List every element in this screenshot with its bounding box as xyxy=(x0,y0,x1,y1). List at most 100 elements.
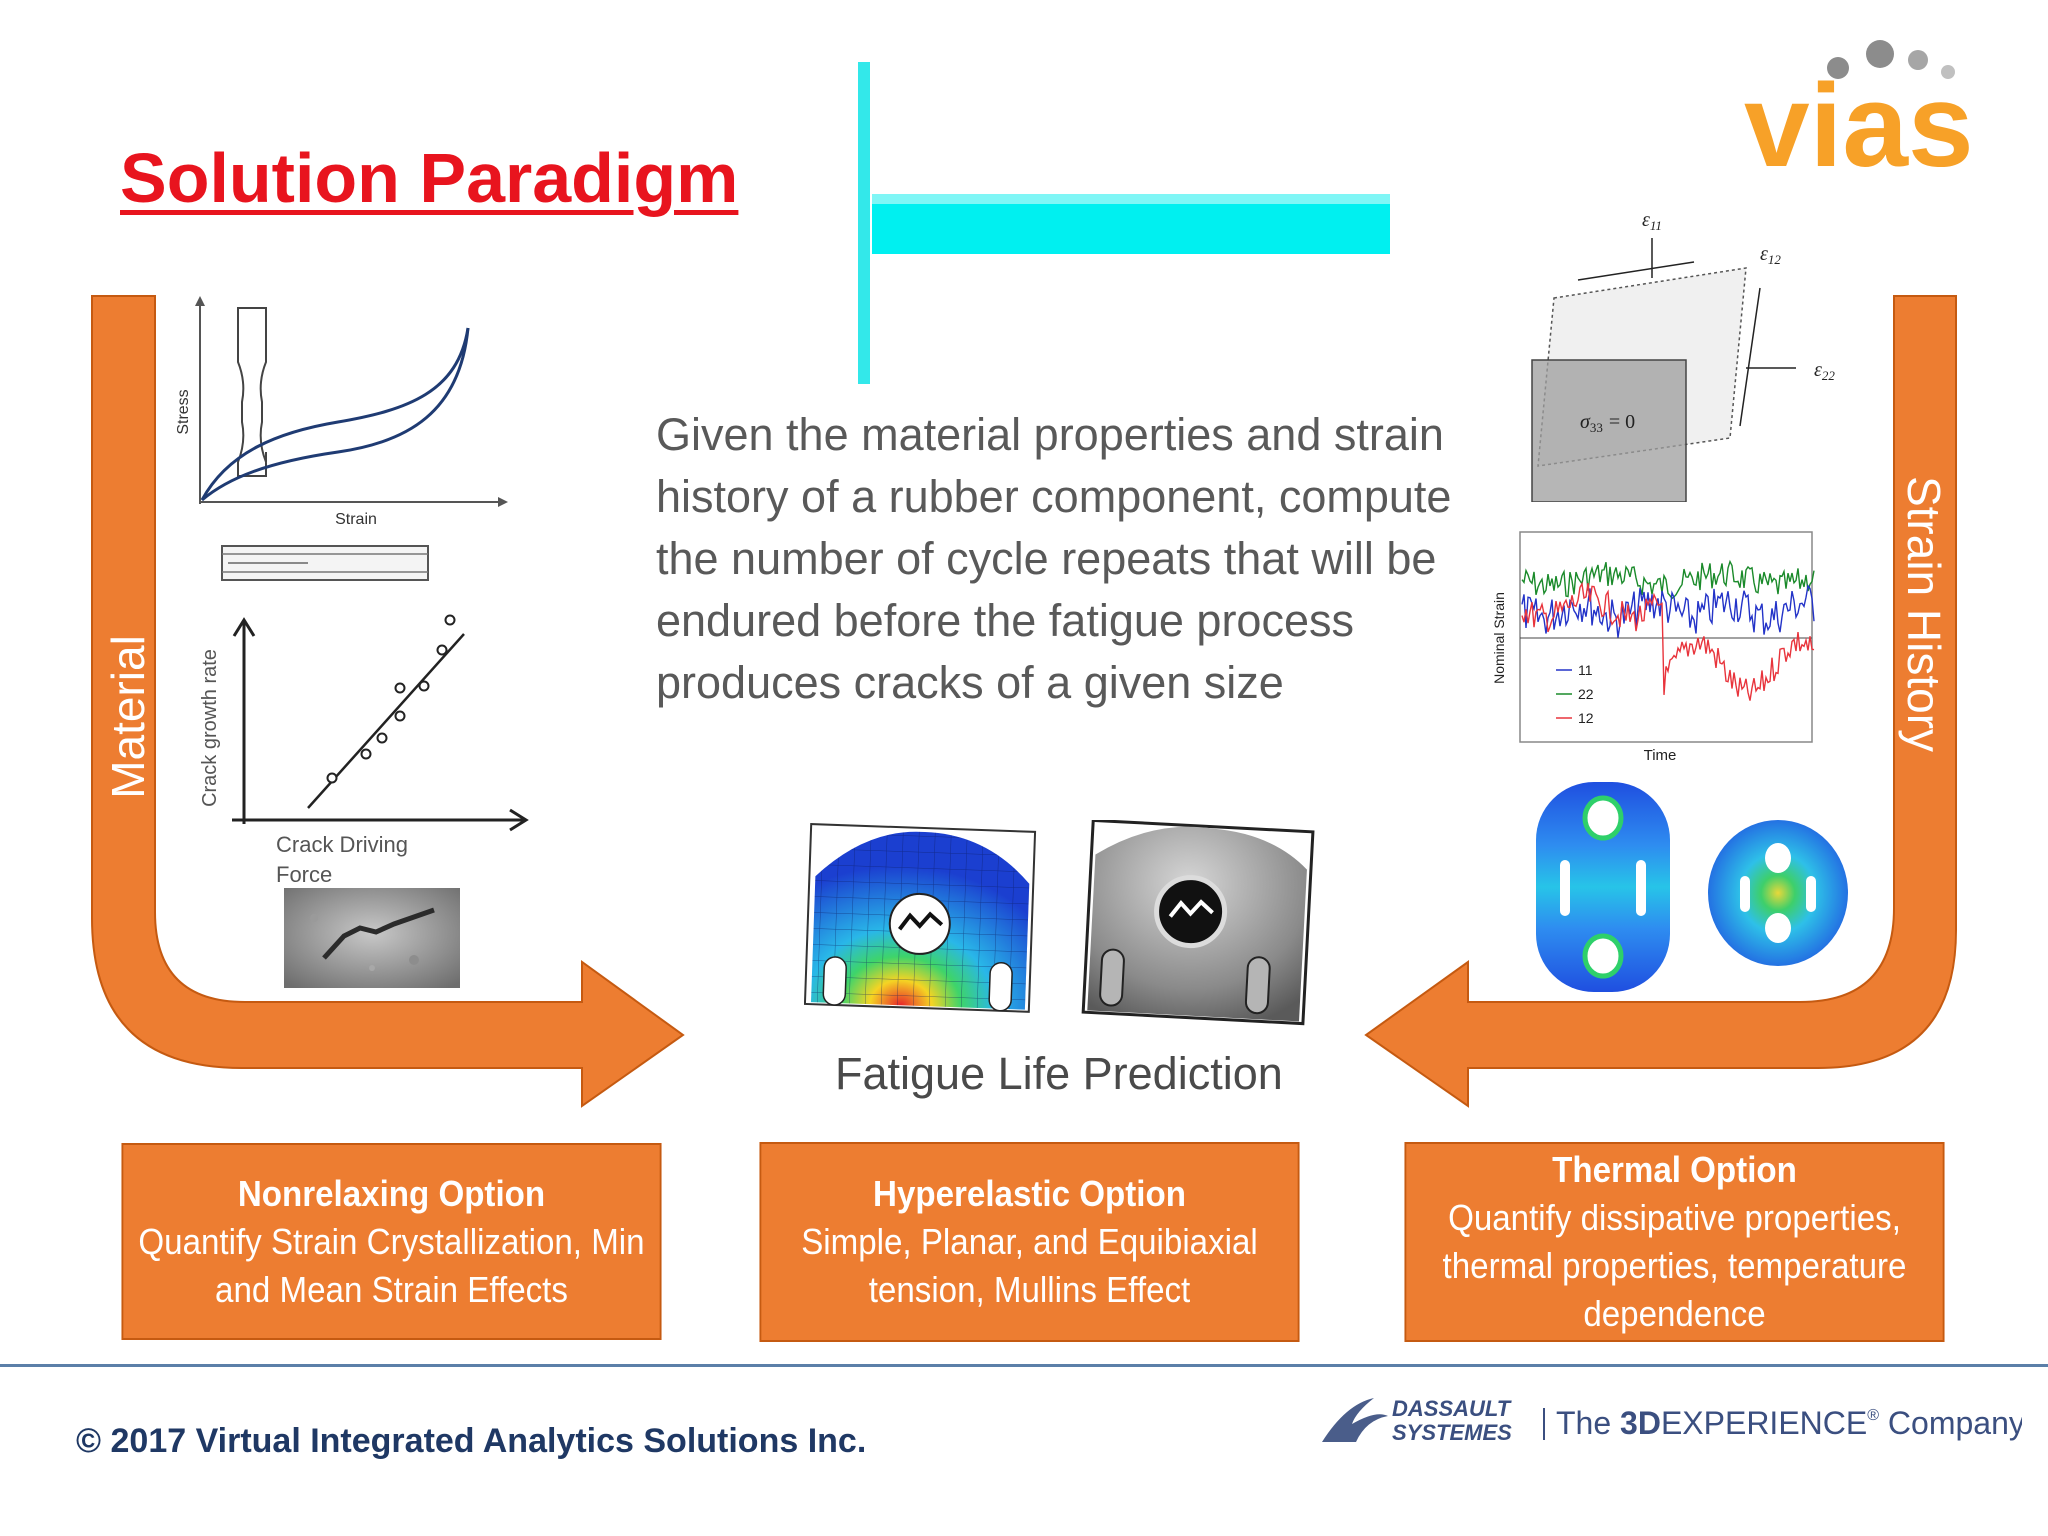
fea-mesh-slot xyxy=(988,962,1013,1012)
fea-slot xyxy=(1636,860,1646,916)
series-22-line xyxy=(1521,559,1815,600)
fea-hole-top xyxy=(1582,795,1624,841)
photo-slot xyxy=(1244,956,1271,1015)
micrograph-crack xyxy=(322,907,435,960)
plot-frame xyxy=(1519,531,1813,743)
vias-logo: vias xyxy=(1744,40,1974,180)
fea-mesh-slot xyxy=(822,956,847,1006)
e22-label: ε22 xyxy=(1814,359,1835,383)
copyright-text: © 2017 Virtual Integrated Analytics Solu… xyxy=(76,1422,867,1460)
loading-curve xyxy=(200,327,470,501)
time-label: Time xyxy=(1644,747,1677,764)
micrograph-speck xyxy=(310,914,318,922)
data-point xyxy=(376,732,388,744)
fea-round-hole-bottom xyxy=(1765,913,1791,943)
strain-element-diagram: ε11 ε12 ε22 σ33= 0 xyxy=(1531,209,1835,502)
logo-text: vias xyxy=(1744,60,1974,180)
material-label: Material xyxy=(102,635,154,799)
nonrelaxing-option-box: Nonrelaxing Option Quantify Strain Cryst… xyxy=(121,1143,662,1340)
dassault-systemes-logo: DASSAULT SYSTEMES The 3DEXPERIENCE® Comp… xyxy=(1322,1396,2022,1445)
option-heading: Nonrelaxing Option xyxy=(237,1172,546,1214)
logo-dot xyxy=(1941,65,1955,79)
axis-arrowhead xyxy=(195,296,205,306)
fea-body xyxy=(1536,782,1670,992)
cyan-vertical-bar xyxy=(858,62,870,384)
fea-round-hole-top xyxy=(1765,843,1791,873)
option-description-line: Simple, Planar, and Equibiaxial xyxy=(801,1221,1258,1262)
thermal-option-box: Thermal Option Quantify dissipative prop… xyxy=(1404,1142,1945,1342)
legend-label-12: 12 xyxy=(1578,710,1594,726)
nominal-strain-label: Nominal Strain xyxy=(1491,592,1507,684)
option-heading: Hyperelastic Option xyxy=(873,1173,1186,1214)
strain-history-plot: 11 22 12 Nominal Strain Time xyxy=(1491,531,1815,764)
e12-label: ε12 xyxy=(1760,243,1781,267)
micrograph-speck xyxy=(369,965,375,971)
option-heading: Thermal Option xyxy=(1552,1149,1797,1190)
fea-mesh-crack-arrow xyxy=(898,911,944,931)
reference-element xyxy=(1531,359,1687,502)
logo-dot xyxy=(1827,57,1849,79)
fea-model-tall xyxy=(1536,782,1670,992)
data-point xyxy=(326,772,338,784)
micrograph-bg xyxy=(284,888,460,988)
data-point xyxy=(444,614,456,626)
data-point xyxy=(360,748,372,760)
option-description-line: dependence xyxy=(1583,1293,1766,1334)
data-point xyxy=(394,710,406,722)
page-title: Solution Paradigm xyxy=(120,139,739,217)
e11-label: ε11 xyxy=(1642,209,1662,233)
data-point xyxy=(418,680,430,692)
ds-tagline: The 3DEXPERIENCE® Company xyxy=(1556,1405,2022,1441)
photo-crack-arrow xyxy=(1168,899,1214,918)
fea-slot xyxy=(1560,860,1570,916)
stress-strain-plot: Stress Strain xyxy=(175,296,508,528)
option-description-line: Quantify Strain Crystallization, Min xyxy=(138,1220,645,1262)
hyperelastic-option-box: Hyperelastic Option Simple, Planar, and … xyxy=(759,1142,1300,1342)
stress-axis-label: Stress xyxy=(175,389,192,434)
axis-arrowhead xyxy=(498,497,508,507)
ds-wordmark-line2: SYSTEMES xyxy=(1392,1420,1512,1445)
ds-3ds-mark xyxy=(1322,1398,1388,1442)
cyan-bar-highlight xyxy=(872,194,1390,204)
legend-label-22: 22 xyxy=(1578,686,1594,702)
footer-divider xyxy=(0,1364,2048,1367)
e12-arrow xyxy=(1577,261,1695,281)
option-description-line: thermal properties, temperature xyxy=(1442,1245,1907,1286)
strip-specimen xyxy=(221,545,429,581)
option-description-line: and Mean Strain Effects xyxy=(215,1268,568,1310)
axis-arrowhead xyxy=(232,617,256,637)
right-flow-arrow xyxy=(1364,295,1957,1108)
left-flow-arrow xyxy=(91,295,685,1108)
fatigue-life-prediction-label: Fatigue Life Prediction xyxy=(835,1048,1283,1099)
crack-force-label-line2: Force xyxy=(276,862,332,887)
problem-statement: Given the material properties and strain… xyxy=(656,409,1452,708)
dogbone-specimen xyxy=(237,307,267,477)
fatigue-crack-photo xyxy=(1081,820,1315,1026)
photo-slot xyxy=(1099,948,1125,1007)
ds-wordmark-line1: DASSAULT xyxy=(1392,1396,1512,1421)
unloading-curve xyxy=(201,327,470,502)
logo-dot xyxy=(1866,40,1894,68)
fea-round-slot xyxy=(1806,876,1816,912)
crack-force-label-line1: Crack Driving xyxy=(276,832,408,857)
option-description-line: tension, Mullins Effect xyxy=(868,1269,1191,1310)
micrograph-speck xyxy=(409,955,419,965)
e12-arrow-v xyxy=(1739,287,1761,427)
legend-label-11: 11 xyxy=(1578,662,1593,678)
axis-arrowhead xyxy=(509,808,529,832)
crack-micrograph xyxy=(284,888,460,988)
crack-growth-plot: Crack growth rate Crack Driving Force xyxy=(199,614,529,887)
fea-hole-bottom xyxy=(1582,933,1624,979)
fea-round-body xyxy=(1708,820,1848,966)
logo-dot xyxy=(1908,50,1928,70)
fea-model-round xyxy=(1708,820,1848,966)
crack-rate-label: Crack growth rate xyxy=(199,649,221,807)
sigma-label: σ33= 0 xyxy=(1580,411,1635,435)
strain-history-label: Strain History xyxy=(1898,475,1950,753)
strain-axis-label: Strain xyxy=(335,511,377,528)
data-point xyxy=(436,644,448,656)
series-12-line xyxy=(1521,581,1815,701)
option-description-line: Quantify dissipative properties, xyxy=(1448,1197,1901,1238)
fatigue-fea-mesh-image xyxy=(804,823,1037,1013)
